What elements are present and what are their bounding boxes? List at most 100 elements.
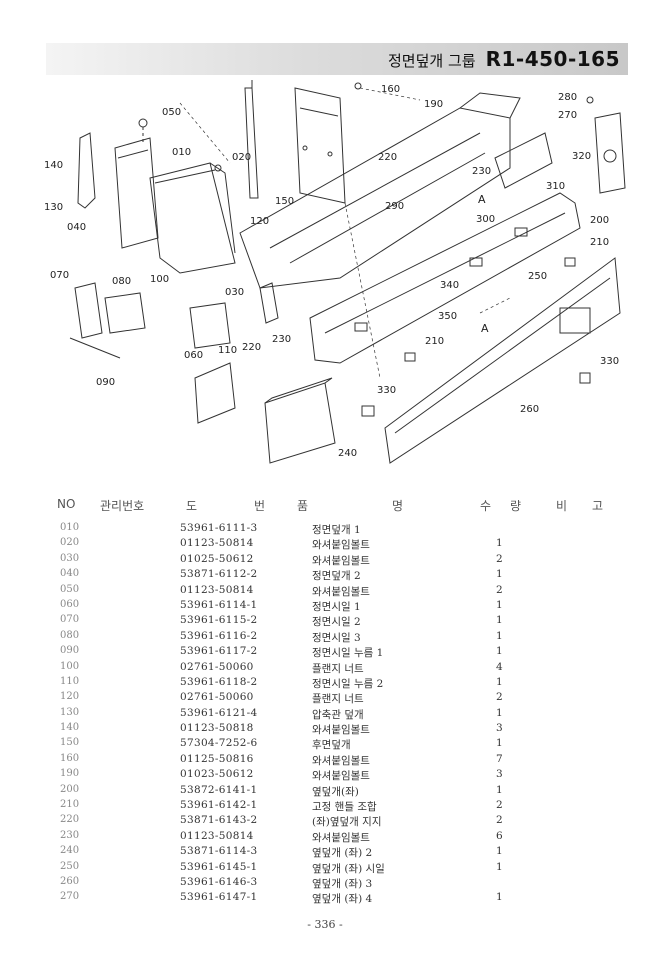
row-no: 130 [60,706,80,718]
row-name: 와셔붙임볼트 [312,770,370,783]
svg-text:130: 130 [44,202,63,213]
col-remark-2: 고 [592,499,604,513]
svg-text:030: 030 [225,287,244,298]
col-name-1: 품 [297,499,309,513]
svg-text:230: 230 [472,166,491,177]
row-qty: 1 [496,706,503,719]
row-part: 53961-6116-2 [180,629,258,642]
row-name: 와셔붙임볼트 [312,724,370,737]
svg-text:010: 010 [172,147,191,158]
row-part: 01123-50814 [180,583,254,596]
row-part: 53871-6114-3 [180,845,258,858]
row-qty: 1 [496,675,503,688]
table-row: 190 01023-50612 와셔붙임볼트 3 [0,768,650,783]
row-name: 후면덮개 [312,739,351,752]
row-qty: 1 [496,783,503,796]
row-no: 210 [60,799,80,811]
row-qty: 7 [496,752,503,765]
row-part: 01125-50816 [180,752,254,765]
row-name: 옆덮개 (좌) 4 [312,893,373,906]
row-no: 050 [60,583,80,595]
row-name: 고정 핸들 조합 [312,801,377,814]
row-part: 53872-6141-1 [180,783,258,796]
row-name: 옆덮개 (좌) 2 [312,847,373,860]
row-name: 옆덮개 (좌) 3 [312,877,373,890]
svg-text:320: 320 [572,151,591,162]
row-qty: 1 [496,845,503,858]
row-part: 01123-50814 [180,537,254,550]
svg-text:280: 280 [558,92,577,103]
row-qty: 1 [496,568,503,581]
svg-text:210: 210 [590,237,609,248]
row-no: 270 [60,891,80,903]
row-name: 정면시일 2 [312,616,361,629]
row-part: 01123-50818 [180,722,254,735]
col-drawing-2: 번 [254,499,266,513]
row-no: 160 [60,752,80,764]
svg-text:090: 090 [96,377,115,388]
svg-text:150: 150 [275,196,294,207]
row-qty: 3 [496,722,503,735]
row-qty: 1 [496,598,503,611]
row-part: 53871-6112-2 [180,568,258,581]
row-part: 53961-6115-2 [180,614,258,627]
row-no: 190 [60,768,80,780]
svg-text:240: 240 [338,448,357,459]
svg-text:050: 050 [162,107,181,118]
svg-text:310: 310 [546,181,565,192]
table-row: 010 53961-6111-3 정면덮개 1 [0,522,650,537]
svg-text:220: 220 [242,342,261,353]
svg-text:120: 120 [250,216,269,227]
row-part: 01123-50814 [180,829,254,842]
row-qty: 2 [496,799,503,812]
svg-text:060: 060 [184,350,203,361]
svg-text:190: 190 [424,99,443,110]
row-part: 53961-6111-3 [180,522,258,534]
row-name: 정면덮개 1 [312,524,361,536]
row-part: 02761-50060 [180,660,254,673]
row-qty: 6 [496,829,503,842]
svg-text:110: 110 [218,345,237,356]
group-code: R1-450-165 [485,47,620,71]
col-management-no: 관리번호 [100,499,145,513]
row-part: 53961-6142-1 [180,799,258,812]
svg-text:270: 270 [558,110,577,121]
row-qty: 1 [496,614,503,627]
row-qty: 3 [496,768,503,781]
row-part: 53961-6118-2 [180,675,258,688]
svg-text:340: 340 [440,280,459,291]
svg-text:210: 210 [425,336,444,347]
col-no: NO [57,497,76,511]
row-part: 53961-6147-1 [180,891,258,904]
table-row: 210 53961-6142-1 고정 핸들 조합 2 [0,799,650,814]
row-no: 140 [60,722,80,734]
svg-text:A: A [478,193,486,206]
row-no: 260 [60,875,80,887]
row-part: 01023-50612 [180,768,254,781]
row-name: (좌)옆덮개 지지 [312,816,382,829]
row-name: 와셔붙임볼트 [312,539,370,552]
row-name: 와셔붙임볼트 [312,554,370,567]
row-no: 090 [60,645,80,657]
row-part: 02761-50060 [180,691,254,704]
svg-text:220: 220 [378,152,397,163]
svg-text:080: 080 [112,276,131,287]
row-part: 53961-6117-2 [180,645,258,658]
col-remark-1: 비 [556,499,568,513]
row-part: 53961-6114-1 [180,598,258,611]
row-no: 010 [60,522,80,533]
